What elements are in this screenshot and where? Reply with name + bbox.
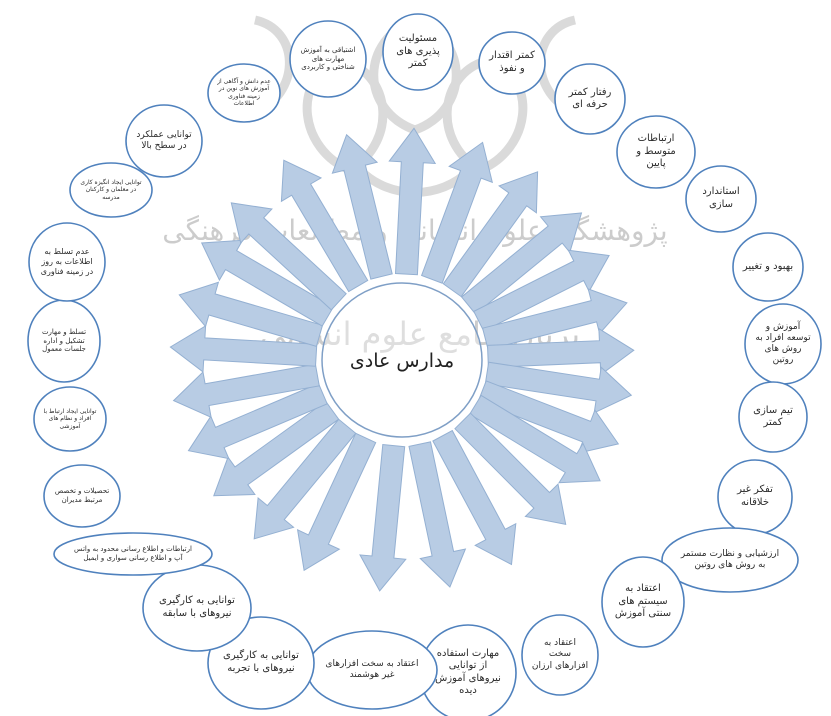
arrow-17	[213, 400, 340, 497]
node-label-5: استاندارد سازی	[702, 186, 740, 210]
arrow-13	[408, 441, 467, 588]
node-label-8: تیم سازی کمتر	[753, 404, 793, 429]
node-label-20: تسلط و مهارت تشکیل و اداره جلسات معمول	[41, 327, 87, 354]
node-label-22: توانایی ایجاد انگیزه کاری در معلمان و کا…	[80, 178, 142, 201]
node-circle-17	[53, 532, 213, 576]
node-label-10: ارزشیابی و نظارت مستمر به روش های روتین	[680, 548, 780, 570]
arrow-7	[486, 327, 635, 376]
node-label-16: توانایی به کارگیری نیروهای با سابقه	[159, 595, 235, 619]
arrow-24	[280, 159, 369, 293]
node-circle-11	[601, 556, 685, 648]
node-label-7: آموزش و توسعه افراد به روش های روتین	[755, 321, 811, 366]
arrow-22	[200, 239, 334, 327]
node-label-14: اعتقاد به سخت افزارهای غیر هوشمند	[325, 658, 419, 680]
node-label-3: رفتار کمتر حرفه ای	[568, 86, 612, 111]
node-label-24: عدم دانش و آگاهی از آموزش های نوین در زم…	[217, 77, 271, 108]
node-label-9: تفکر غیر خلاقانه	[737, 484, 773, 508]
node-circle-12	[521, 614, 599, 696]
arrow-25	[331, 133, 393, 280]
node-label-19: توانایی ایجاد ارتباط با افراد و نظام های…	[43, 407, 97, 430]
node-label-2: کمتر اقتدار و نفوذ	[489, 50, 535, 74]
node-label-11: اعتقاد به سیستم های سنتی آموزش	[614, 583, 672, 620]
node-circle-1	[382, 13, 454, 91]
arrow-4	[460, 212, 583, 315]
arrow-1	[388, 127, 437, 276]
node-circle-25	[289, 20, 367, 98]
node-label-18: تحصیلات و تخصص مرتبط مدیران	[54, 487, 110, 504]
node-circle-21	[28, 222, 106, 302]
arrow-23	[230, 202, 347, 311]
node-circle-10	[661, 527, 799, 593]
arrow-9	[477, 380, 620, 454]
node-circle-3	[554, 63, 626, 135]
arrow-16	[253, 418, 357, 540]
node-label-25: اشتیاقی به آموزش مهارت های شناختی و کارب…	[300, 45, 356, 72]
node-circle-19	[33, 386, 107, 452]
node-circle-2	[478, 31, 546, 95]
node-label-17: ارتباطات و اطلاع رسانی محدود به واتس آپ …	[74, 545, 192, 562]
node-label-21: عدم تسلط به اطلاعات به روز در زمینه فناو…	[40, 246, 94, 276]
arrow-8	[484, 361, 633, 414]
arrow-10	[469, 394, 601, 484]
arrow-21	[178, 281, 324, 348]
node-circle-18	[43, 464, 121, 528]
arrow-18	[187, 382, 328, 460]
node-circle-22	[69, 162, 153, 218]
node-circle-15	[207, 616, 315, 710]
center-label: مدارس عادی	[349, 350, 455, 372]
node-circle-8	[738, 381, 808, 453]
node-label-23: توانایی عملکرد در سطح بالا	[136, 129, 192, 151]
node-label-4: ارتباطات متوسط و پایین	[636, 133, 676, 170]
node-circle-6	[732, 232, 804, 302]
node-circle-4	[616, 115, 696, 189]
node-label-12: اعتقاد به سخت افزارهای ارزان	[531, 638, 589, 671]
arrow-11	[454, 412, 567, 526]
center-circle	[321, 282, 483, 438]
node-label-6: بهبود و تغییر	[742, 260, 794, 272]
arrow-3	[442, 171, 539, 298]
arrow-12	[432, 429, 517, 566]
arrow-20	[169, 324, 318, 373]
arrow-6	[481, 288, 628, 351]
arrow-19	[172, 363, 320, 419]
node-circle-23	[125, 104, 203, 178]
arrow-2	[420, 141, 494, 284]
arrow-15	[296, 432, 377, 572]
arrow-14	[359, 443, 407, 592]
node-circle-24	[207, 63, 281, 123]
node-label-13: مهارت استفاده از توانایی نیروهای آموزش د…	[435, 647, 501, 697]
node-label-1: مسئولیت پذیری های کمتر	[396, 33, 440, 70]
node-circle-5	[685, 165, 757, 233]
node-label-15: توانایی به کارگیری نیروهای با تجربه	[223, 650, 299, 674]
arrow-5	[473, 249, 610, 332]
